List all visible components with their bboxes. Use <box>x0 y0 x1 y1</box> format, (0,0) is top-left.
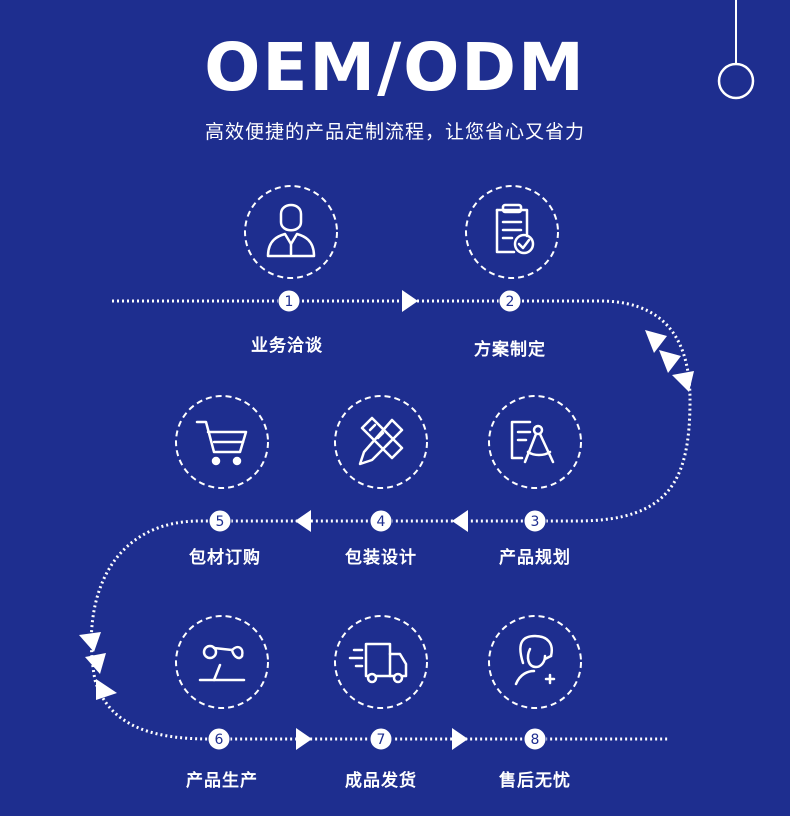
arrow-down-icon <box>79 632 101 652</box>
icon-circle-5 <box>175 395 269 489</box>
pencil-ruler-icon <box>358 416 404 466</box>
step-label-3: 产品规划 <box>499 548 571 568</box>
svg-text:2: 2 <box>506 294 515 310</box>
step-badge-1: 1 <box>277 289 301 313</box>
svg-text:8: 8 <box>531 732 540 748</box>
shopping-cart-icon <box>195 420 248 466</box>
step-badge-7: 7 <box>369 727 393 751</box>
svg-text:5: 5 <box>216 514 225 530</box>
svg-text:4: 4 <box>377 514 386 530</box>
svg-text:7: 7 <box>377 732 386 748</box>
arrow-down-icon <box>659 350 681 373</box>
customer-service-icon <box>514 634 556 686</box>
arrow-left-icon <box>295 510 311 532</box>
arrow-right-icon <box>452 728 468 750</box>
svg-text:3: 3 <box>531 514 540 530</box>
page-subtitle: 高效便捷的产品定制流程，让您省心又省力 <box>204 121 585 143</box>
icon-circle-3 <box>488 395 582 489</box>
step-label-1: 业务洽谈 <box>251 336 323 356</box>
flow-arrows <box>79 290 694 750</box>
ring-decoration <box>717 62 755 100</box>
step-badge-2: 2 <box>498 289 522 313</box>
step-label-6: 产品生产 <box>186 771 258 791</box>
step-badges: 1 2 3 4 5 6 7 <box>207 289 547 751</box>
step-badge-8: 8 <box>523 727 547 751</box>
icon-circle-6 <box>175 615 269 709</box>
step-badge-6: 6 <box>207 727 231 751</box>
arrow-right-icon <box>402 290 418 312</box>
businessman-icon <box>266 203 316 258</box>
step-label-7: 成品发货 <box>345 771 417 791</box>
arrow-left-icon <box>452 510 468 532</box>
step-badge-5: 5 <box>208 509 232 533</box>
arrow-down-icon <box>672 371 694 392</box>
icon-circle-4 <box>334 395 428 489</box>
step-label-2: 方案制定 <box>474 340 546 360</box>
svg-text:1: 1 <box>285 294 294 310</box>
step-badge-4: 4 <box>369 509 393 533</box>
clipboard-check-icon <box>495 203 535 255</box>
arrow-down-icon <box>645 330 667 353</box>
step-badge-3: 3 <box>523 509 547 533</box>
icon-circle-8 <box>488 615 582 709</box>
icon-circle-1 <box>244 185 338 279</box>
robot-arm-icon <box>198 644 246 682</box>
svg-text:6: 6 <box>215 732 224 748</box>
step-label-8: 售后无忧 <box>499 771 571 791</box>
arrow-down-icon <box>85 653 106 674</box>
step-label-5: 包材订购 <box>189 548 261 568</box>
document-compass-icon <box>510 420 555 464</box>
step-label-4: 包装设计 <box>345 548 417 568</box>
page-title: OEM/ODM <box>204 29 586 106</box>
icon-circle-7 <box>334 615 428 709</box>
arrow-right-icon <box>296 728 312 750</box>
arrow-down-icon <box>96 679 117 700</box>
delivery-truck-icon <box>348 642 408 684</box>
icon-circle-2 <box>465 185 559 279</box>
